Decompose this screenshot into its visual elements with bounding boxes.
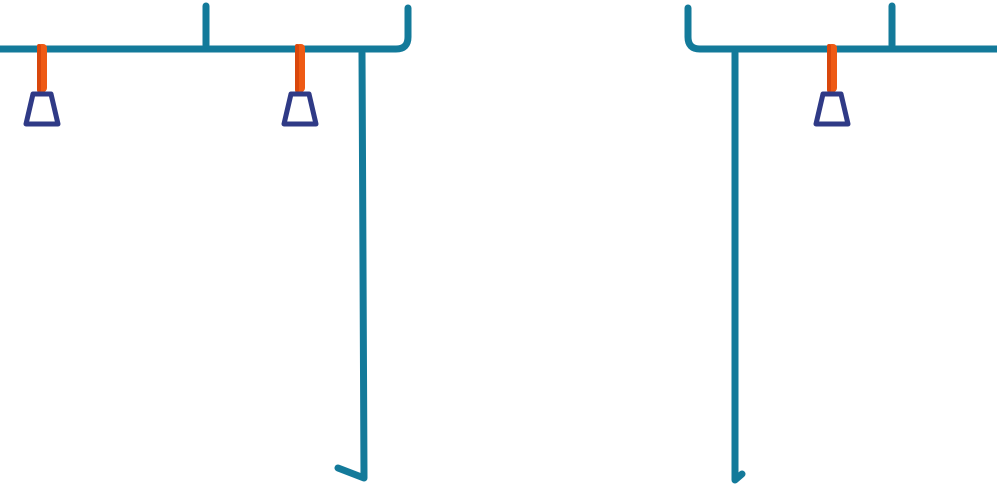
right-vertical-pole [731, 49, 746, 484]
left-horizontal-rail [0, 4, 412, 53]
strap-fold [827, 44, 831, 92]
hanging-strap-handle-icon [813, 44, 851, 127]
strap-fold [295, 44, 299, 92]
handle-grip [813, 91, 851, 127]
left-grab-rail-assembly [0, 2, 412, 482]
left-vertical-pole [334, 49, 368, 482]
handle-grip [23, 91, 61, 127]
hanging-strap-handle-icon [281, 44, 319, 127]
right-horizontal-rail [684, 4, 997, 53]
hanging-strap-handle-icon [23, 44, 61, 127]
right-grab-rail-assembly [684, 2, 997, 484]
strap-fold [37, 44, 41, 92]
handle-grip [281, 91, 319, 127]
